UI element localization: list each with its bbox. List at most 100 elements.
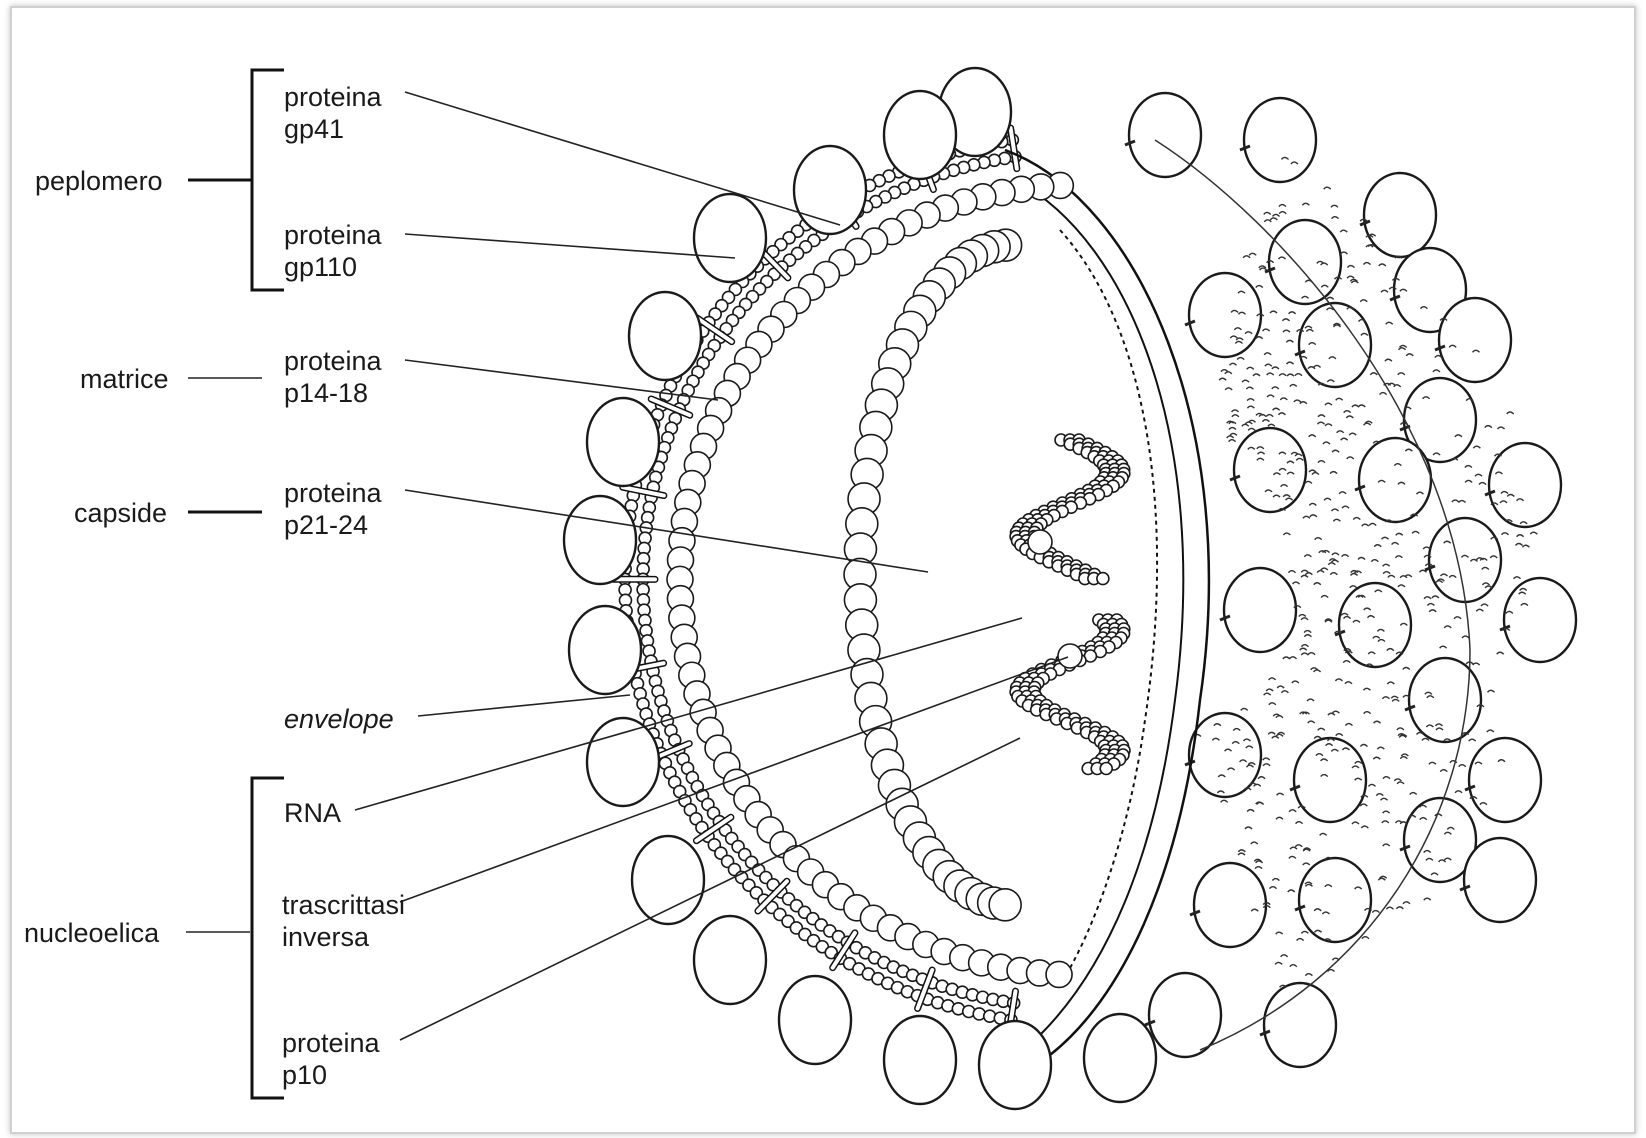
- surface-spike: [1234, 428, 1306, 512]
- texture-dash: [1507, 412, 1514, 414]
- texture-dash: [1502, 533, 1509, 535]
- texture-dash: [1230, 363, 1237, 365]
- texture-dash: [1315, 538, 1322, 540]
- texture-dash: [1287, 362, 1294, 364]
- texture-dash: [1272, 736, 1279, 738]
- texture-dash: [1276, 716, 1283, 718]
- surface-spike: [1244, 98, 1316, 182]
- texture-dash: [1332, 509, 1339, 511]
- texture-dash: [1362, 524, 1369, 526]
- texture-dash: [1303, 863, 1310, 865]
- texture-dash: [1301, 618, 1308, 620]
- texture-dash: [1362, 937, 1369, 939]
- texture-dash: [1332, 560, 1339, 562]
- texture-dash: [1279, 374, 1286, 376]
- texture-dash: [1324, 187, 1331, 189]
- texture-dash: [1403, 695, 1410, 697]
- section-spike: [587, 718, 659, 806]
- texture-dash: [1363, 263, 1370, 265]
- texture-dash: [1382, 537, 1389, 539]
- texture-dash: [1429, 610, 1436, 612]
- texture-dash: [1368, 784, 1375, 786]
- texture-dash: [1328, 563, 1335, 565]
- texture-dash: [1321, 596, 1328, 598]
- section-spike: [884, 91, 956, 179]
- texture-dash: [1440, 770, 1447, 772]
- surface-spike: [1439, 298, 1511, 382]
- label-matrice: matrice: [80, 364, 169, 394]
- texture-dash: [1294, 606, 1301, 608]
- texture-dash: [1399, 348, 1406, 350]
- texture-dash: [1336, 398, 1343, 400]
- texture-dash: [1309, 470, 1316, 472]
- texture-dash: [1369, 523, 1376, 525]
- texture-dash: [1327, 297, 1334, 299]
- texture-dash: [1268, 424, 1275, 426]
- texture-dash: [1332, 450, 1339, 452]
- texture-dash: [1264, 220, 1271, 222]
- texture-dash: [1423, 547, 1430, 549]
- texture-dash: [1301, 575, 1308, 577]
- texture-dash: [1264, 212, 1271, 214]
- label-p21-24-line2: p21-24: [284, 510, 368, 540]
- texture-dash: [1283, 657, 1290, 659]
- texture-dash: [1342, 506, 1349, 508]
- texture-dash: [1292, 681, 1299, 683]
- texture-dash: [1249, 783, 1256, 785]
- texture-dash: [1417, 733, 1424, 735]
- texture-dash: [1301, 645, 1308, 647]
- texture-dash: [1340, 230, 1347, 232]
- texture-dash: [1333, 519, 1340, 521]
- texture-dash: [1344, 411, 1351, 413]
- texture-dash: [1247, 399, 1254, 401]
- texture-dash: [1289, 856, 1296, 858]
- texture-dash: [1473, 663, 1480, 665]
- surface-spike: [1364, 173, 1436, 257]
- texture-dash: [1473, 446, 1480, 448]
- texture-dash: [1462, 636, 1469, 638]
- texture-dash: [1530, 532, 1537, 534]
- texture-dash: [1363, 688, 1370, 690]
- texture-dash: [1476, 609, 1483, 611]
- texture-dash: [1481, 604, 1488, 606]
- texture-dash: [1353, 518, 1360, 520]
- texture-dash: [1341, 252, 1348, 254]
- texture-dash: [1281, 955, 1288, 957]
- texture-dash: [1270, 311, 1277, 313]
- texture-dash: [1276, 734, 1283, 736]
- texture-dash: [1349, 433, 1356, 435]
- texture-dash: [1294, 400, 1301, 402]
- texture-dash: [1229, 440, 1236, 442]
- section-spike: [884, 1016, 956, 1104]
- surface-spike: [1504, 578, 1576, 662]
- texture-dash: [1318, 728, 1325, 730]
- texture-dash: [1396, 907, 1403, 909]
- texture-dash: [1251, 842, 1258, 844]
- texture-dash: [1305, 573, 1312, 575]
- texture-dash: [1287, 374, 1294, 376]
- texture-dash: [1266, 415, 1273, 417]
- texture-dash: [1290, 965, 1297, 967]
- label-gp110-line1: proteina: [284, 220, 383, 250]
- texture-dash: [1429, 762, 1436, 764]
- texture-dash: [1398, 373, 1405, 375]
- texture-dash: [1280, 398, 1287, 400]
- label-peplomero: peplomero: [35, 166, 163, 196]
- label-gp41-line2: gp41: [284, 114, 344, 144]
- texture-dash: [1381, 798, 1388, 800]
- texture-dash: [1272, 387, 1279, 389]
- texture-dash: [1432, 596, 1439, 598]
- envelope-spikes-surface: [1125, 93, 1576, 1067]
- texture-dash: [1371, 560, 1378, 562]
- texture-dash: [1401, 754, 1408, 756]
- capsid-bead: [989, 889, 1021, 921]
- texture-dash: [1406, 354, 1413, 356]
- section-spike: [694, 916, 766, 1004]
- texture-dash: [1377, 747, 1384, 749]
- texture-dash: [1347, 276, 1354, 278]
- texture-dash: [1379, 264, 1386, 266]
- label-rna: RNA: [284, 798, 341, 828]
- texture-dash: [1488, 690, 1495, 692]
- capsid-protein-shell: [844, 229, 1022, 921]
- texture-dash: [1427, 604, 1434, 606]
